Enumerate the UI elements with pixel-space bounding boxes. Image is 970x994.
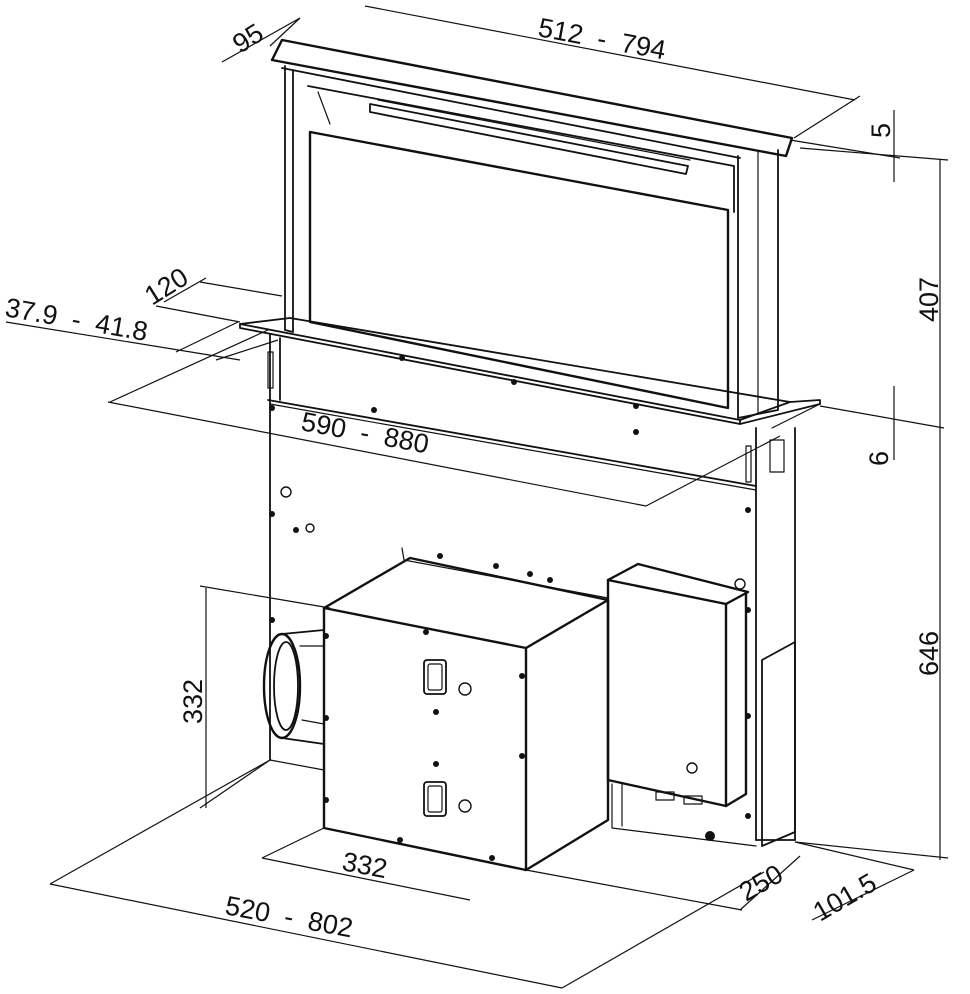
- dim-250: 250: [734, 859, 788, 908]
- dim-motor-height: 332: [178, 679, 208, 724]
- fan-inlet: [262, 629, 325, 745]
- dim-101-5: 101.5: [808, 867, 882, 927]
- hood-unit: [270, 38, 794, 419]
- dim-95: 95: [227, 18, 268, 59]
- dimension-labels: 95 512 - 794 5 407 120 37.9 - 41.8 590 -…: [3, 12, 944, 943]
- dim-worktop-thickness: 37.9 - 41.8: [3, 292, 150, 347]
- dim-120: 120: [139, 262, 193, 311]
- dim-646: 646: [914, 631, 944, 676]
- control-box: [606, 562, 750, 827]
- dimension-lines: [5, 5, 949, 989]
- dim-body-width: 520 - 802: [223, 890, 355, 943]
- motor-box: [322, 547, 610, 872]
- fasteners: [269, 355, 751, 861]
- dim-hood-width: 512 - 794: [536, 12, 668, 65]
- dim-6: 6: [864, 451, 894, 466]
- dim-motor-width: 332: [340, 846, 390, 884]
- body-unit: [267, 333, 796, 847]
- dim-407: 407: [914, 277, 944, 322]
- flange: [239, 317, 821, 429]
- dim-5: 5: [866, 123, 896, 138]
